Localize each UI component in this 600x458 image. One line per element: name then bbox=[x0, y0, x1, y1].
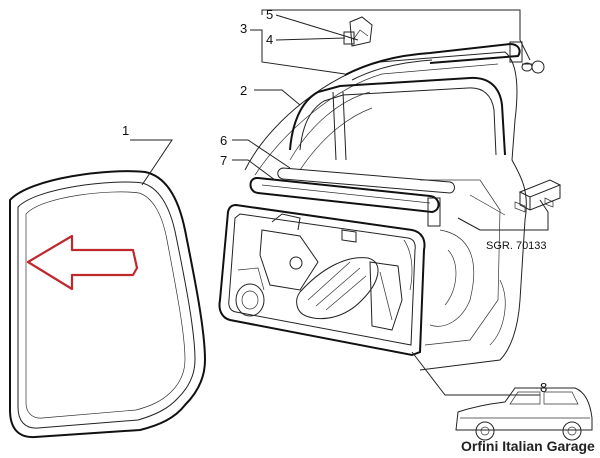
body-outline bbox=[244, 51, 527, 371]
callout-5: 5 bbox=[266, 7, 273, 22]
leader-lines bbox=[130, 9, 549, 396]
channel-strip-part bbox=[344, 41, 523, 81]
reference-label: SGR. 70133 bbox=[486, 240, 547, 252]
callout-6: 6 bbox=[220, 133, 227, 148]
callout-1: 1 bbox=[122, 123, 129, 138]
callout-4: 4 bbox=[266, 32, 273, 47]
screw-part bbox=[521, 60, 545, 74]
left-arrow-icon bbox=[26, 234, 139, 291]
callout-7: 7 bbox=[220, 153, 227, 168]
belt-moulding-7-part bbox=[249, 177, 441, 227]
door-frame-seal-part bbox=[289, 76, 506, 161]
car-logo-icon bbox=[455, 387, 593, 441]
glass-seal-part bbox=[9, 170, 207, 439]
callout-2: 2 bbox=[240, 83, 247, 98]
belt-moulding-6-part bbox=[277, 167, 455, 194]
brand-watermark: Orfini Italian Garage bbox=[461, 438, 595, 454]
bracket-part bbox=[514, 179, 562, 213]
clip-part bbox=[343, 16, 373, 47]
callout-3: 3 bbox=[240, 21, 247, 36]
inner-door-panel-part bbox=[218, 203, 426, 357]
